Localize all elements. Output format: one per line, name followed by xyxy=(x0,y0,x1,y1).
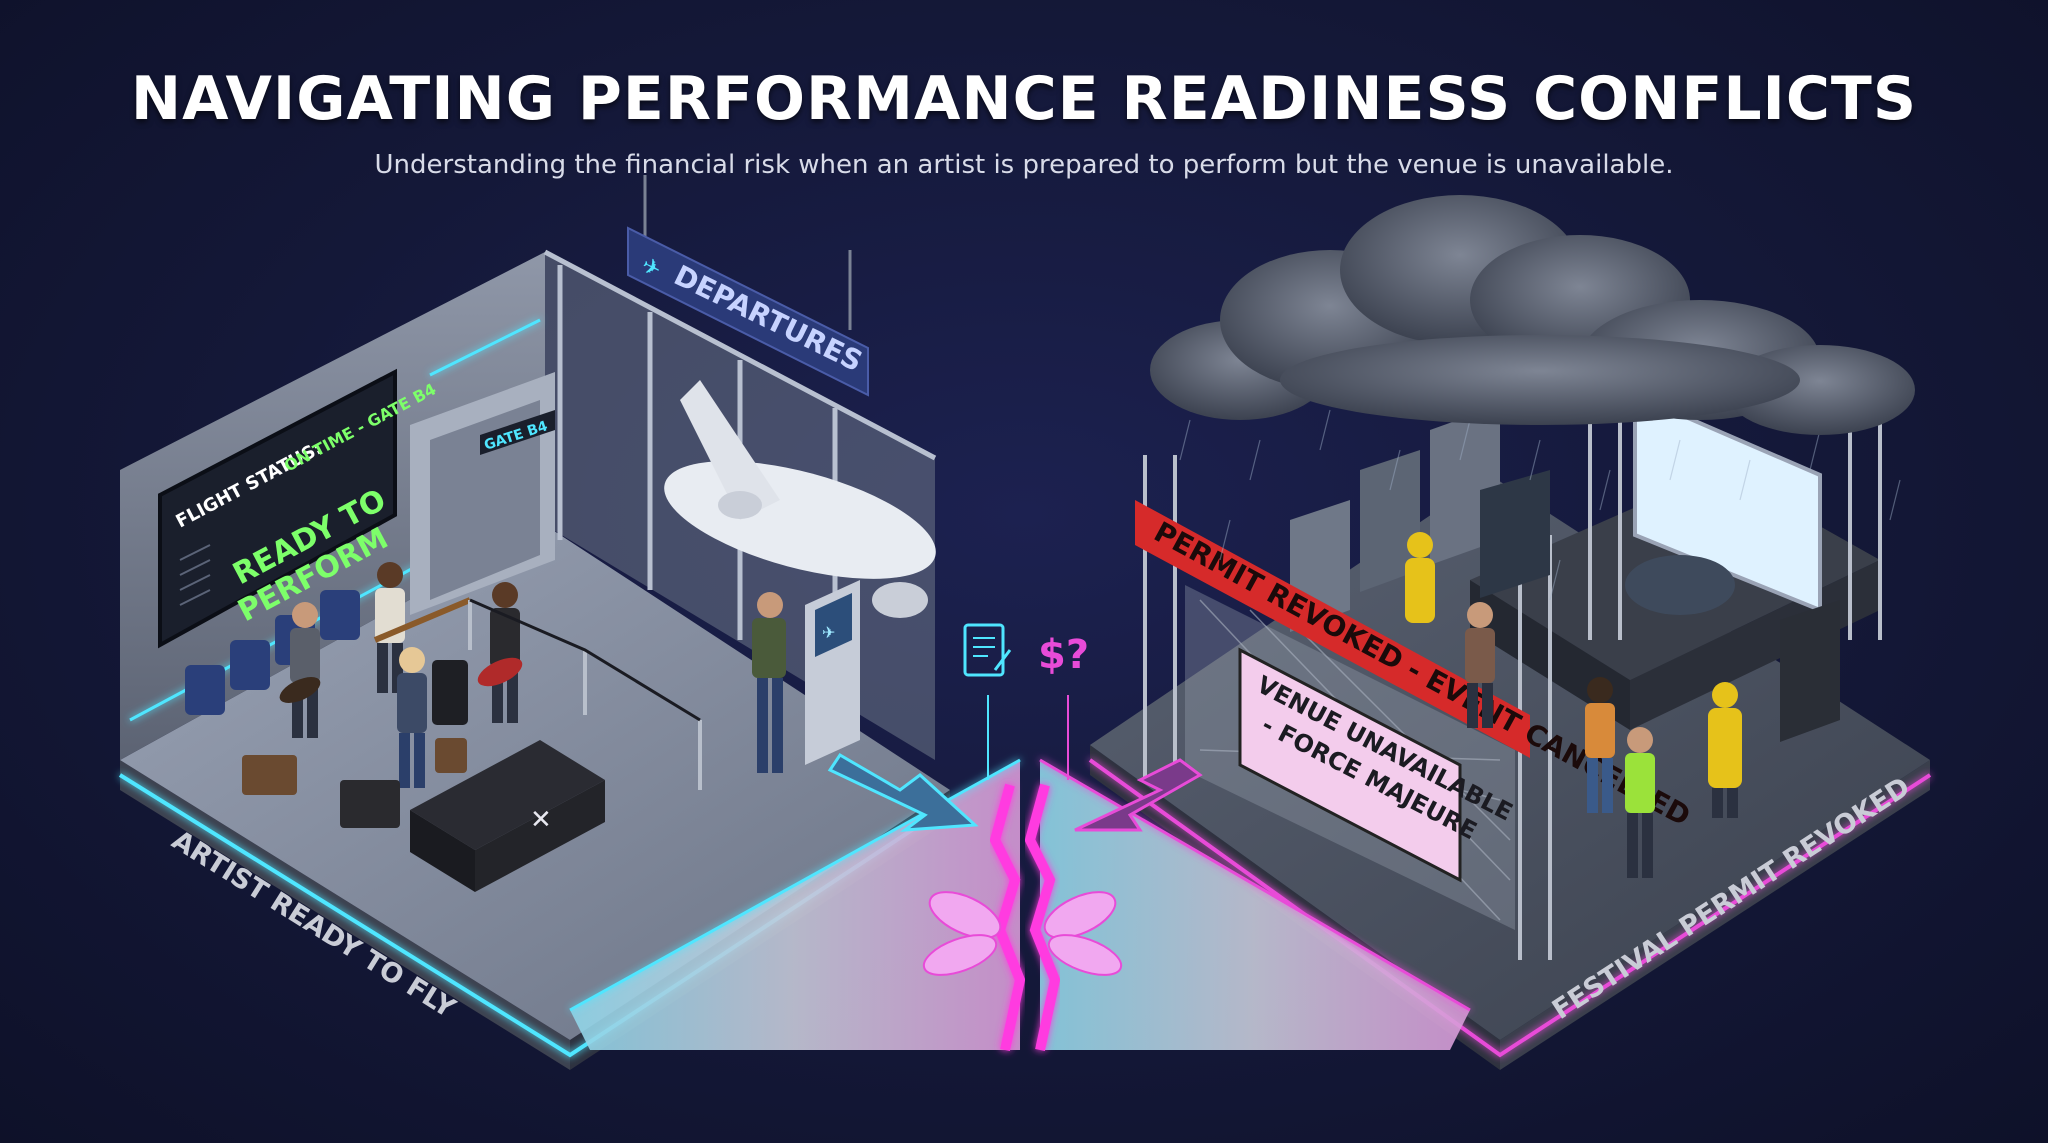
musician-3 xyxy=(397,647,427,788)
person-yellow-raincoat-1 xyxy=(1405,532,1435,623)
gate-door: GATE B4 xyxy=(410,372,555,615)
page-title: NAVIGATING PERFORMANCE READINESS CONFLIC… xyxy=(130,64,1918,134)
airplane-illustration xyxy=(664,380,936,618)
money-question-label: $? xyxy=(1038,632,1089,678)
kiosk-plane-icon: ✈ xyxy=(822,623,835,642)
musician-4 xyxy=(477,582,523,723)
rain xyxy=(1179,409,1901,601)
storm-cloud xyxy=(1150,195,1915,435)
check-in-kiosk: ✈ xyxy=(805,580,860,765)
person-backpack xyxy=(1465,602,1495,728)
person-yellow-raincoat-2 xyxy=(1708,682,1742,818)
musician-2 xyxy=(373,562,472,693)
person-orange-shirt xyxy=(1585,677,1615,813)
center-split-platform xyxy=(569,758,1471,1052)
festival-staff xyxy=(1405,532,1742,878)
page-subtitle: Understanding the financial risk when an… xyxy=(374,150,1674,180)
musician-1 xyxy=(279,602,321,738)
traveler-kiosk xyxy=(752,592,786,773)
person-hi-vis xyxy=(1625,727,1655,878)
musicians-group xyxy=(279,562,786,788)
queue-stanchions xyxy=(468,598,702,790)
right-arrow-icon xyxy=(1074,758,1203,832)
covered-equipment xyxy=(1290,405,1840,742)
luggage xyxy=(242,660,468,828)
road-case: ✕ xyxy=(410,740,605,892)
case-logo-icon: ✕ xyxy=(530,805,552,835)
contract-document-icon xyxy=(963,623,1012,780)
left-arrow-icon xyxy=(827,752,979,832)
flower-logo-icon xyxy=(922,891,1123,976)
